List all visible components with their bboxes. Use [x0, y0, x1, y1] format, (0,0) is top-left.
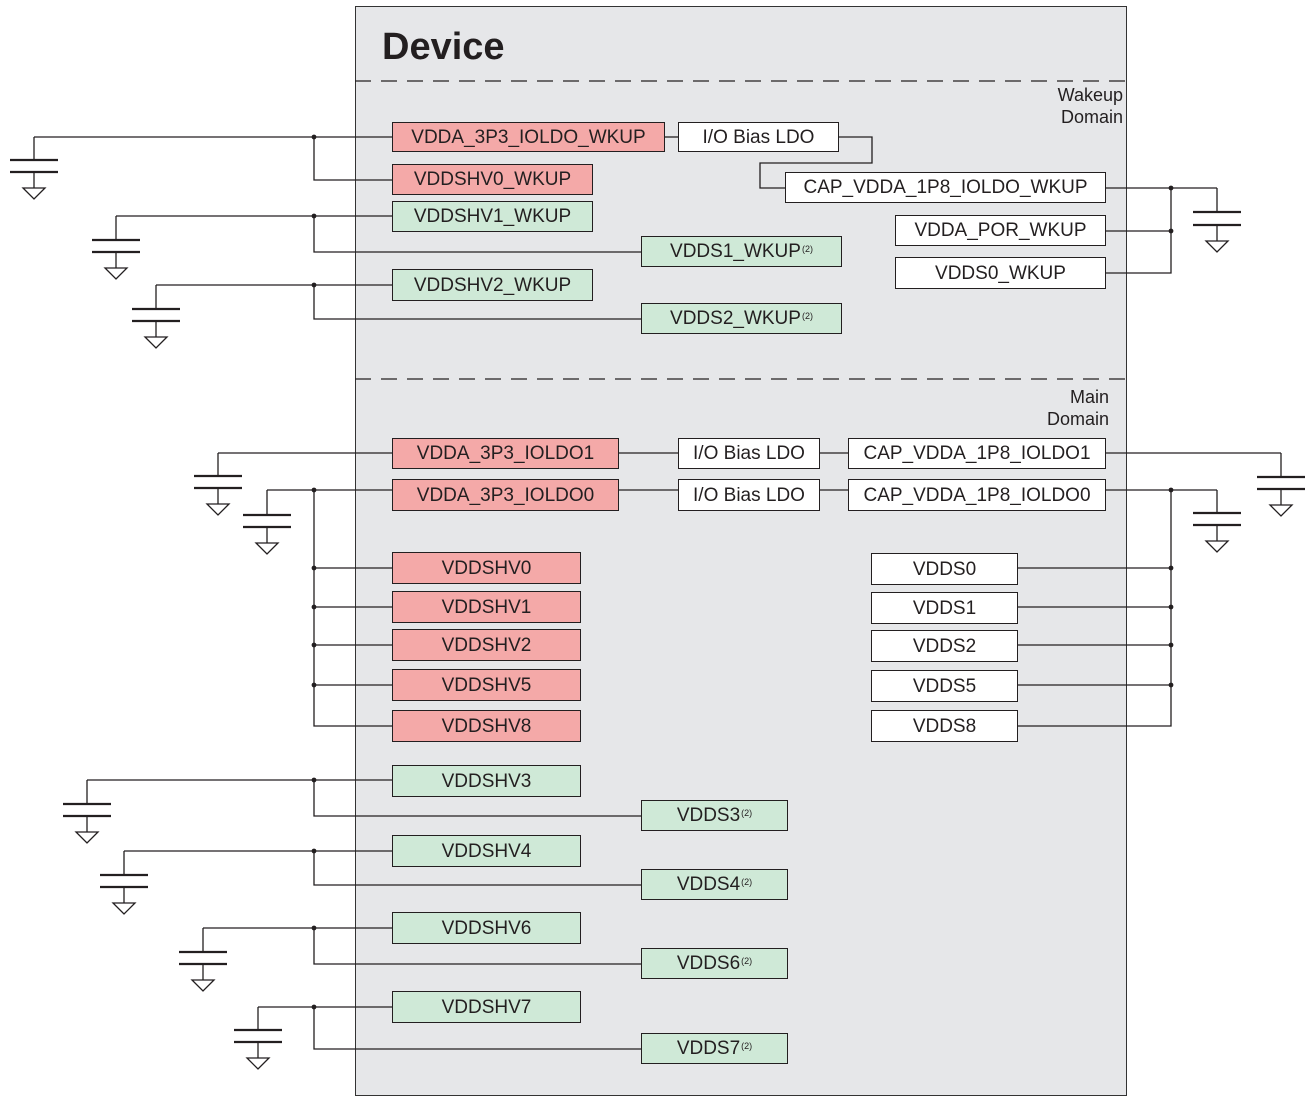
ground-symbol [103, 267, 129, 280]
pin-vdds5: VDDS5 [871, 670, 1018, 702]
wakeup-domain-label: Wakeup Domain [1057, 85, 1123, 127]
wire [313, 1007, 641, 1050]
junction-dot [311, 134, 317, 140]
pin-vdds2-wkup-label: VDDS2_WKUP [670, 308, 801, 329]
pin-vdds6-label: VDDS6 [676, 953, 741, 974]
pin-vdds7-label: VDDS7 [676, 1038, 741, 1059]
pin-vdds2: VDDS2 [871, 630, 1018, 662]
main-domain-label: Main Domain [1046, 387, 1109, 429]
pin-vddshv1-wkup: VDDSHV1_WKUP [392, 201, 593, 232]
wire [313, 285, 641, 320]
footnote-mark: (2) [801, 244, 813, 254]
pin-vdds0-wkup: VDDS0_WKUP [895, 257, 1106, 289]
pin-vddshv8: VDDSHV8 [392, 710, 581, 742]
pin-vddshv7: VDDSHV7 [392, 991, 581, 1023]
junction-dot [311, 282, 317, 288]
io-bias-ldo-1: I/O Bias LDO [678, 438, 820, 469]
junction-dot [1168, 604, 1174, 610]
ground-symbol [190, 979, 216, 992]
pin-vdds4-label: VDDS4 [676, 874, 741, 895]
ground-symbol [111, 902, 137, 915]
junction-dot [311, 565, 317, 571]
ground-symbol [143, 336, 169, 349]
junction-dot [1168, 682, 1174, 688]
ground-symbol [1204, 240, 1230, 253]
ground-symbol [254, 542, 280, 555]
footnote-mark: (2) [741, 808, 753, 818]
pin-vdds1-wkup: VDDS1_WKUP(2) [641, 236, 842, 267]
junction-dot [1168, 487, 1174, 493]
wire [1106, 188, 1172, 274]
pin-vdda-3p3-ioldo0: VDDA_3P3_IOLDO0 [392, 479, 619, 511]
ground-symbol [245, 1057, 271, 1070]
pin-vddshv2-wkup: VDDSHV2_WKUP [392, 269, 593, 301]
pin-vdda-3p3-ioldo-wkup: VDDA_3P3_IOLDO_WKUP [392, 122, 665, 152]
wire [759, 136, 873, 189]
pin-cap-vdda-1p8-ioldo0: CAP_VDDA_1P8_IOLDO0 [848, 479, 1106, 511]
pin-vdds1: VDDS1 [871, 592, 1018, 624]
pin-vdds1-wkup-label: VDDS1_WKUP [670, 241, 801, 262]
junction-dot [311, 925, 317, 931]
pin-vddshv1: VDDSHV1 [392, 591, 581, 623]
footnote-mark: (2) [741, 1041, 753, 1051]
ground-symbol [1204, 540, 1230, 553]
pin-vdds8: VDDS8 [871, 710, 1018, 742]
io-bias-ldo-0: I/O Bias LDO [678, 479, 820, 511]
pin-vdds0: VDDS0 [871, 553, 1018, 585]
footnote-mark: (2) [741, 956, 753, 966]
wire [1018, 490, 1172, 727]
junction-dot [311, 682, 317, 688]
pin-vdds3: VDDS3(2) [641, 800, 788, 831]
pin-vddshv5: VDDSHV5 [392, 669, 581, 701]
pin-vdda-por-wkup: VDDA_POR_WKUP [895, 215, 1106, 246]
pin-vdds3-label: VDDS3 [676, 805, 741, 826]
ground-symbol [205, 503, 231, 516]
pin-vdds6: VDDS6(2) [641, 948, 788, 979]
pin-vdds2-wkup: VDDS2_WKUP(2) [641, 303, 842, 334]
pin-vdds7: VDDS7(2) [641, 1033, 788, 1064]
wire [313, 490, 392, 727]
pin-cap-vdda-1p8-ioldo1: CAP_VDDA_1P8_IOLDO1 [848, 438, 1106, 469]
wire [313, 851, 641, 886]
pin-vddshv6: VDDSHV6 [392, 912, 581, 944]
junction-dot [1168, 185, 1174, 191]
pin-cap-vdda-1p8-ioldo-wkup: CAP_VDDA_1P8_IOLDO_WKUP [785, 172, 1106, 203]
junction-dot [1168, 228, 1174, 234]
ground-symbol [21, 187, 47, 200]
junction-dot [311, 777, 317, 783]
pin-vddshv0-wkup: VDDSHV0_WKUP [392, 164, 593, 195]
io-bias-ldo-wkup: I/O Bias LDO [678, 122, 839, 152]
footnote-mark: (2) [801, 311, 813, 321]
wire [313, 216, 641, 253]
junction-dot [311, 848, 317, 854]
pin-vddshv2: VDDSHV2 [392, 629, 581, 661]
junction-dot [311, 487, 317, 493]
ground-symbol [74, 831, 100, 844]
device-title: Device [382, 26, 505, 68]
junction-dot [311, 642, 317, 648]
junction-dot [1168, 565, 1174, 571]
junction-dot [1168, 642, 1174, 648]
pin-vddshv4: VDDSHV4 [392, 835, 581, 867]
junction-dot [311, 1004, 317, 1010]
ground-symbol [1268, 504, 1294, 517]
wire [313, 780, 641, 817]
junction-dot [311, 604, 317, 610]
pin-vdds4: VDDS4(2) [641, 869, 788, 900]
junction-dot [311, 213, 317, 219]
pin-vddshv0: VDDSHV0 [392, 552, 581, 584]
wire [313, 137, 392, 181]
footnote-mark: (2) [741, 877, 753, 887]
wire [313, 928, 641, 965]
pin-vddshv3: VDDSHV3 [392, 765, 581, 797]
pin-vdda-3p3-ioldo1: VDDA_3P3_IOLDO1 [392, 438, 619, 469]
